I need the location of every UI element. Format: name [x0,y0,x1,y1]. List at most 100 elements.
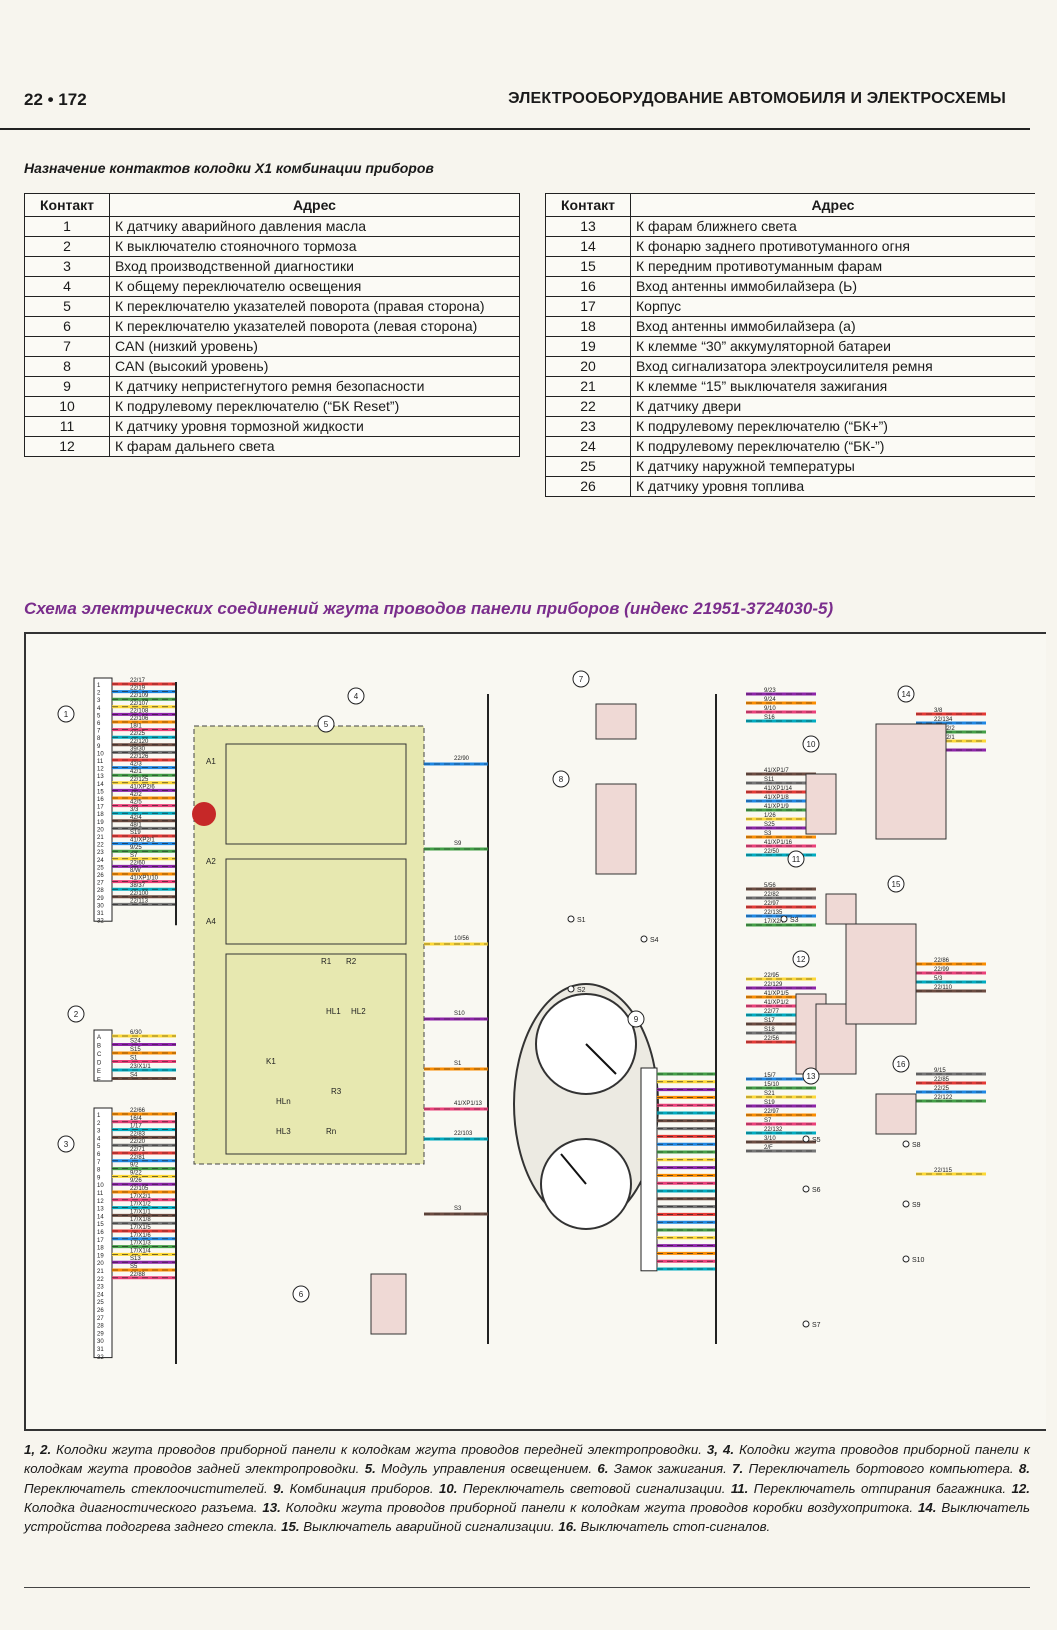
wire-code: 22/83 [130,1131,146,1137]
pin-address: К подрулевому переключателю (“БК-”) [630,436,1035,457]
connector-3-pin: 19 [97,1253,104,1259]
component-number: 3 [64,1140,69,1149]
wire-code: S7 [130,853,138,859]
legend-text: Переключатель стеклоочистителей. [24,1480,274,1496]
component-number: 1 [64,710,69,719]
wire-code: S16 [764,715,775,721]
bus-node [802,1135,810,1143]
connector-1-pin: 11 [97,759,104,765]
module-label: HL2 [351,1007,366,1016]
wire-code: 41/XP1/13 [454,1101,483,1107]
component-number: 10 [807,740,816,749]
legend-text: Колодки жгута проводов приборной панели … [51,1442,707,1457]
bus-node [902,1200,910,1208]
wire-code: S5 [130,1264,138,1270]
connector-1-pin: 3 [97,698,101,704]
legend-number: 12. [1011,1480,1031,1496]
connector-1-pin: 1 [97,683,101,689]
connector-2-pin: E [97,1069,101,1075]
connector-1-pin: 32 [97,919,104,925]
wire-code: 22/134 [934,717,953,723]
wire-code: 22/110 [934,985,953,991]
connector-2-pin: B [97,1044,101,1050]
bus-node [902,1255,910,1263]
connector-2-pin: C [97,1052,102,1058]
wire-code: 41/XP1/9 [764,804,789,810]
connector-3-pin: 27 [97,1316,104,1322]
pin-address: К датчику двери [630,396,1035,417]
wire-code: 5/3 [934,976,943,982]
wire-code: 22/129 [764,982,783,988]
connector-3-pin: 5 [97,1144,101,1150]
component-number: 7 [579,675,584,684]
legend-number: 8. [1018,1461,1030,1477]
pin-address: К общему переключателю освещения [109,276,520,297]
connector-3-pin: 12 [97,1199,104,1205]
pin-address: К датчику аварийного давления масла [109,216,520,237]
pin-number: 3 [24,256,110,277]
connector-3-pin: 14 [97,1214,104,1220]
col-header-pin: Контакт [545,193,631,217]
module-label: K1 [266,1057,276,1066]
connector-3-pin: 25 [97,1300,104,1306]
connector-1-pin: 9 [97,744,101,750]
pin-number: 24 [545,436,631,457]
bus-node [902,1140,910,1148]
module-label: HLn [276,1097,291,1106]
wire-code: 15/10 [764,1082,780,1088]
bus-node [567,915,575,923]
wire-code: 22/109 [130,693,149,699]
legend-text: Комбинация приборов. [284,1480,439,1496]
wire-code: 15/7 [764,1073,776,1079]
pin-address: К фарам ближнего света [630,216,1035,237]
pin-number: 25 [545,456,631,477]
pin-address: К переключателю указателей поворота (лев… [109,316,520,337]
pin-address: К клемме “15” выключателя зажигания [630,376,1035,397]
component-number-circle [57,1135,75,1153]
wire-code: 17/X1/8 [130,1217,151,1223]
module-label: R1 [321,957,332,966]
wire-code: 41/XP1/5 [764,991,789,997]
connector-1-pin: 27 [97,881,104,887]
connector-2-pin: D [97,1061,102,1067]
relay-a1 [225,953,407,1155]
module-label: A4 [206,917,216,926]
pin-number: 10 [24,396,110,417]
wire-code: 3/3 [130,807,139,813]
hazard-switch-15 [845,923,917,1025]
pin-number: 9 [24,376,110,397]
bus-label: S6 [812,1187,821,1194]
legend-number: 9. [273,1480,285,1496]
wire-code: 22/86 [934,958,950,964]
wire-code: 17/X1/5 [130,1225,151,1231]
legend-text: Выключатель аварийной сигнализации. [299,1519,559,1535]
pin-number: 11 [24,416,110,437]
col-header-pin: Контакт [24,193,110,217]
wire-code: 22/25 [130,731,146,737]
wire-code: 9/26 [130,1178,142,1184]
wire-code: S3 [454,1206,462,1212]
connector-3-pin: 3 [97,1129,101,1135]
pin-number: 8 [24,356,110,377]
pin-address: CAN (низкий уровень) [109,336,520,357]
connector-1-pin: 17 [97,805,104,811]
light-signal-switch-10 [805,773,837,835]
legend-text: Модуль управления освещением. [375,1461,598,1477]
connector-3-pin: 24 [97,1292,104,1298]
legend-number: 10. [438,1480,458,1496]
wire-code: S13 [130,1256,141,1262]
component-number-circle [347,687,365,705]
pin-address: CAN (высокий уровень) [109,356,520,377]
connector-1-pin: 4 [97,706,101,712]
pin-number: 23 [545,416,631,437]
connector-1-pin: 20 [97,827,104,833]
connector-3-pin: 1 [97,1113,101,1119]
connector-1-pin: 6 [97,721,101,727]
